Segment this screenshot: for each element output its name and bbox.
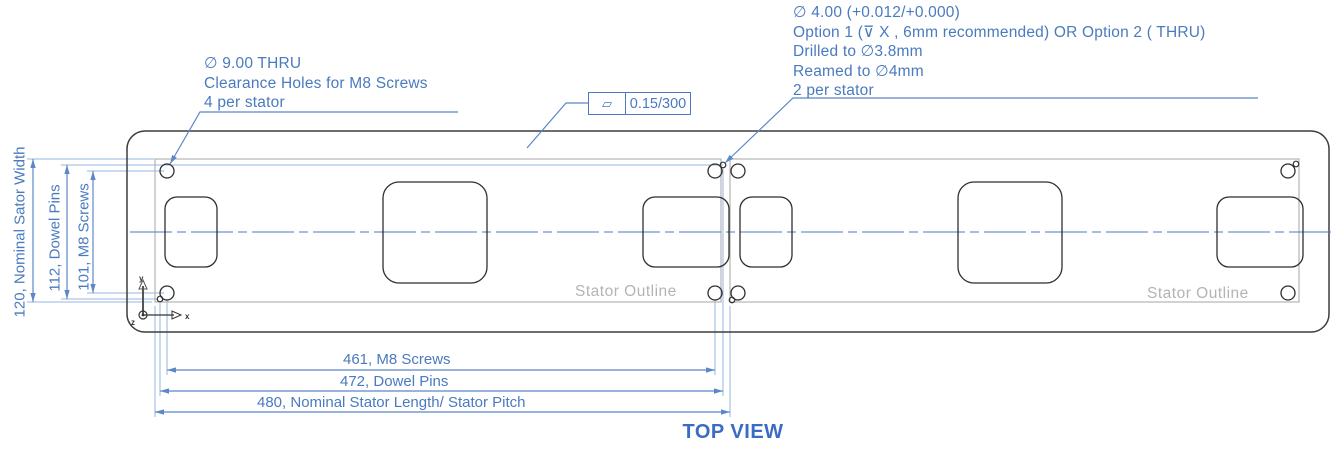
dim-label-461: 461, M8 Screws: [343, 351, 451, 368]
cutout: [1216, 196, 1304, 268]
dowel-hole: [719, 161, 727, 169]
axis-x-label: x: [185, 312, 190, 321]
cutout: [164, 196, 218, 268]
cutout: [957, 181, 1063, 284]
dowel-pin-holes: [156, 160, 1300, 304]
cutout: [642, 196, 730, 268]
stator-outline-left: [154, 158, 722, 303]
note-line: 2 per stator: [793, 82, 874, 99]
flatness-control-frame: ▱ 0.15/300: [588, 92, 691, 115]
note-line: Option 1 (⊽ X , 6mm recommended) OR Opti…: [793, 23, 1206, 41]
cutout: [382, 181, 488, 284]
m8-clearance-holes: [159, 163, 1296, 301]
leader-dowel-note: [724, 97, 1258, 164]
m8-hole: [707, 163, 723, 179]
note-line: Drilled to ∅3.8mm: [793, 43, 923, 60]
m8-hole: [707, 285, 723, 301]
leader-m8-note: [169, 111, 458, 165]
note-line: ∅ 9.00 THRU: [204, 55, 302, 72]
dim-label-101: 101, M8 Screws: [75, 183, 93, 291]
dowel-hole: [1292, 160, 1300, 168]
stator-outline-right: [729, 158, 1300, 303]
m8-hole: [159, 163, 175, 179]
axis-y-label: y: [139, 274, 144, 283]
m8-hole: [730, 285, 746, 301]
dowel-pin-note: ∅ 4.00 (+0.012/+0.000) Option 1 (⊽ X , 6…: [793, 3, 1206, 101]
dimension-lines: [30, 159, 730, 415]
flatness-symbol-icon: ▱: [589, 93, 626, 114]
dim-label-112: 112, Dowel Pins: [46, 184, 64, 292]
m8-hole: [730, 163, 746, 179]
dim-label-120: 120, Nominal Sator Width: [11, 146, 29, 318]
leader-lines: [169, 97, 1258, 165]
m8-hole: [1280, 163, 1296, 179]
view-title: TOP VIEW: [682, 421, 784, 443]
dim-label-472: 472, Dowel Pins: [340, 373, 449, 390]
dim-label-480: 480, Nominal Stator Length/ Stator Pitch: [257, 394, 526, 411]
leader-flatness: [526, 102, 588, 149]
note-line: Reamed to ∅4mm: [793, 62, 924, 80]
flatness-tolerance-value: 0.15/300: [629, 95, 687, 112]
m8-hole: [1280, 285, 1296, 301]
stator-outline-label-right: Stator Outline: [1147, 285, 1249, 302]
note-line: 4 per stator: [204, 94, 285, 111]
stator-outline-label-left: Stator Outline: [575, 283, 677, 300]
z-axis-icon: [138, 310, 148, 320]
note-line: ∅ 4.00 (+0.012/+0.000): [793, 4, 960, 21]
origin-triad: y x z: [131, 274, 190, 327]
axis-z-label: z: [131, 318, 135, 327]
m8-hole: [159, 285, 175, 301]
dowel-hole: [728, 296, 736, 304]
m8-clearance-note: ∅ 9.00 THRU Clearance Holes for M8 Screw…: [204, 54, 428, 113]
note-line: Clearance Holes for M8 Screws: [204, 74, 428, 92]
magnet-cutouts: [164, 181, 1304, 284]
dowel-hole: [156, 295, 164, 303]
cutout: [739, 196, 793, 268]
